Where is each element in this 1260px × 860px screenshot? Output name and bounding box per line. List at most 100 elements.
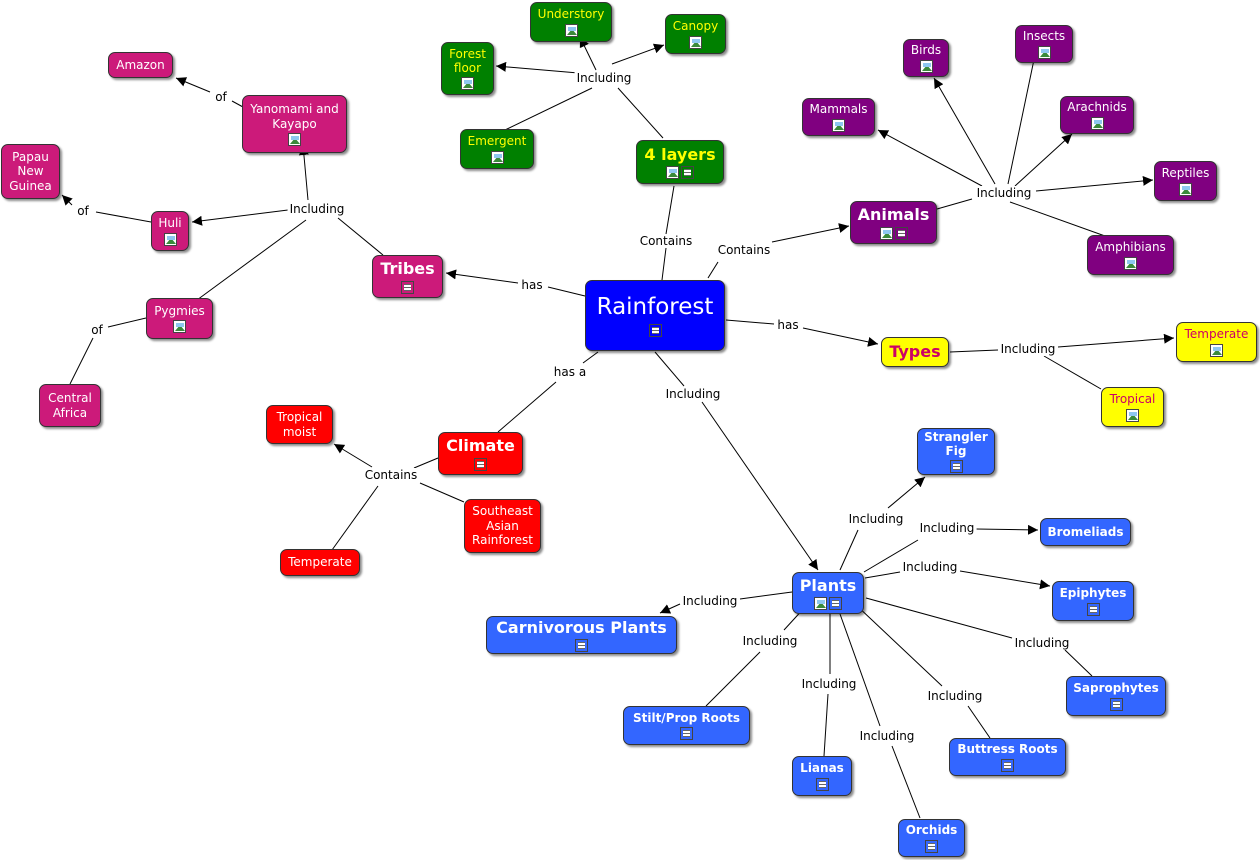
node-amphibians[interactable]: Amphibians	[1087, 235, 1174, 275]
doc-icon[interactable]	[648, 323, 662, 337]
node-animals[interactable]: Animals	[850, 201, 937, 244]
edge-label-including: Including	[846, 512, 906, 526]
doc-icon[interactable]	[894, 226, 908, 240]
node-saprophytes[interactable]: Saprophytes	[1066, 676, 1166, 716]
node-types[interactable]: Types	[881, 337, 949, 367]
node-understory[interactable]: Understory	[530, 2, 612, 42]
doc-icon[interactable]	[815, 777, 829, 791]
node-temperate-climate[interactable]: Temperate	[280, 549, 360, 576]
doc-icon[interactable]	[401, 280, 414, 294]
node-pygmies[interactable]: Pygmies	[146, 298, 213, 339]
image-icon[interactable]	[814, 597, 827, 611]
image-icon[interactable]	[1037, 45, 1051, 59]
doc-icon[interactable]	[1109, 697, 1123, 711]
connector-line	[69, 337, 94, 385]
image-icon[interactable]	[832, 118, 845, 132]
doc-icon[interactable]	[949, 460, 963, 474]
node-plants[interactable]: Plants	[792, 572, 864, 614]
node-epiphytes[interactable]: Epiphytes	[1052, 581, 1134, 621]
image-icon[interactable]	[173, 320, 186, 334]
node-southeast-asian-rainforest[interactable]: Southeast Asian Rainforest	[464, 499, 541, 553]
doc-icon[interactable]	[829, 597, 842, 611]
edge-label-including: Including	[680, 594, 740, 608]
edge-label-including: Including	[900, 560, 960, 574]
doc-icon[interactable]	[681, 166, 694, 180]
connector-line	[949, 349, 999, 353]
image-icon[interactable]	[461, 77, 474, 91]
node-stilt-prop-roots[interactable]: Stilt/Prop Roots	[623, 706, 750, 745]
node-tropical-type[interactable]: Tropical	[1101, 387, 1164, 427]
image-icon[interactable]	[689, 35, 702, 49]
connector-arrow	[887, 476, 926, 509]
node-yanomami-kayapo[interactable]: Yanomami and Kayapo	[242, 95, 347, 153]
image-icon[interactable]	[288, 132, 301, 146]
image-icon[interactable]	[564, 23, 578, 37]
connector-arrow	[933, 77, 996, 185]
connector-line	[231, 100, 244, 108]
node-rainforest[interactable]: Rainforest	[585, 280, 725, 351]
edge-label-including: Including	[740, 634, 800, 648]
doc-icon[interactable]	[1001, 758, 1014, 772]
node-orchids[interactable]: Orchids	[898, 819, 965, 857]
node-canopy[interactable]: Canopy	[665, 14, 726, 54]
connector-line	[863, 539, 919, 573]
node-arachnids[interactable]: Arachnids	[1060, 96, 1134, 134]
edge-label-including: Including	[974, 186, 1034, 200]
node-insects[interactable]: Insects	[1015, 25, 1073, 63]
node-emergent[interactable]: Emergent	[460, 129, 534, 169]
image-icon[interactable]	[1210, 343, 1223, 357]
image-icon[interactable]	[1126, 408, 1139, 422]
connector-line	[617, 87, 664, 139]
edge-label-of: of	[89, 323, 105, 337]
node-tropical-moist[interactable]: Tropical moist	[266, 405, 333, 444]
edge-label-has: has	[519, 278, 545, 292]
node-strangler-fig[interactable]: Strangler Fig	[917, 428, 995, 475]
connector-line	[497, 381, 557, 433]
node-birds[interactable]: Birds	[903, 39, 949, 77]
connector-arrow	[191, 209, 289, 226]
node-central-africa[interactable]: Central Africa	[39, 384, 101, 427]
edge-label-contains: Contains	[715, 243, 773, 257]
node-forest-floor[interactable]: Forest floor	[441, 42, 494, 95]
image-icon[interactable]	[163, 232, 177, 246]
doc-icon[interactable]	[680, 727, 693, 741]
node-amazon[interactable]: Amazon	[108, 52, 173, 78]
node-tribes[interactable]: Tribes	[372, 255, 443, 298]
image-icon[interactable]	[1179, 182, 1192, 196]
node-mammals[interactable]: Mammals	[802, 98, 875, 136]
edge-label-of: of	[75, 204, 91, 218]
node-bromeliads[interactable]: Bromeliads	[1040, 518, 1131, 546]
connector-line	[419, 482, 465, 503]
node-temperate-type[interactable]: Temperate	[1176, 322, 1257, 362]
image-icon[interactable]	[879, 226, 893, 240]
doc-icon[interactable]	[1086, 602, 1100, 616]
node-carnivorous-plants[interactable]: Carnivorous Plants	[486, 616, 677, 654]
node-buttress-roots[interactable]: Buttress Roots	[949, 738, 1066, 776]
node-huli[interactable]: Huli	[151, 211, 189, 251]
connector-line	[654, 351, 685, 387]
image-icon[interactable]	[1090, 116, 1104, 130]
doc-icon[interactable]	[474, 457, 487, 471]
connector-arrow	[802, 327, 879, 347]
image-icon[interactable]	[919, 59, 933, 73]
connector-line	[865, 597, 1013, 639]
image-icon[interactable]	[666, 166, 679, 180]
edge-label-has: has	[775, 318, 801, 332]
image-icon[interactable]	[490, 150, 504, 164]
doc-icon[interactable]	[925, 839, 938, 853]
doc-icon[interactable]	[575, 639, 588, 653]
node-reptiles[interactable]: Reptiles	[1154, 161, 1217, 201]
node-climate[interactable]: Climate	[438, 432, 523, 475]
node-4-layers[interactable]: 4 layers	[636, 140, 724, 184]
edge-label-including: Including	[917, 521, 977, 535]
node-papau-new-guinea[interactable]: Papau New Guinea	[1, 144, 60, 199]
connector-line	[95, 211, 152, 223]
node-lianas[interactable]: Lianas	[792, 756, 852, 796]
connector-line	[839, 613, 881, 727]
connector-line	[337, 217, 384, 256]
connector-line	[739, 591, 793, 600]
connector-line	[854, 603, 943, 687]
image-icon[interactable]	[1124, 256, 1137, 270]
edge-label-including: Including	[998, 342, 1058, 356]
